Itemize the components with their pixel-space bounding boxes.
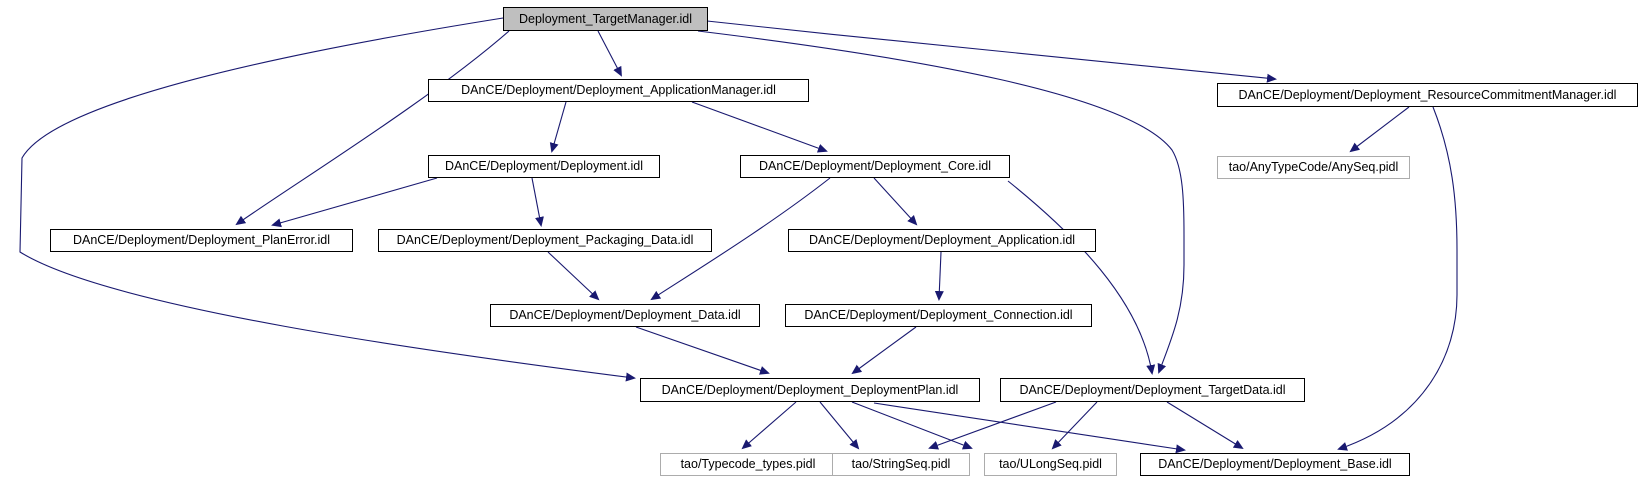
node-deployment-planerror[interactable]: DAnCE/Deployment/Deployment_PlanError.id…	[50, 229, 353, 252]
edge-resourcecommitmentmanager-to-anyseq	[1349, 106, 1410, 153]
edge-targetmanager-to-planerror	[235, 30, 510, 226]
edge-packagingdata-to-data	[547, 251, 600, 301]
edge-deployment-to-planerror	[271, 177, 438, 228]
node-deployment-targetdata[interactable]: DAnCE/Deployment/Deployment_TargetData.i…	[1000, 378, 1305, 402]
node-deployment-connection[interactable]: DAnCE/Deployment/Deployment_Connection.i…	[785, 304, 1092, 327]
node-tao-typecode-types[interactable]: tao/Typecode_types.pidl	[660, 453, 836, 476]
edge-deployment-to-packagingdata	[531, 177, 544, 227]
edge-core-to-targetdata	[1007, 180, 1156, 375]
node-deployment-application[interactable]: DAnCE/Deployment/Deployment_Application.…	[788, 229, 1096, 252]
edge-core-to-application	[873, 177, 918, 226]
edge-targetmanager-to-deploymentplan	[19, 17, 636, 382]
node-deployment-core[interactable]: DAnCE/Deployment/Deployment_Core.idl	[740, 155, 1010, 178]
edge-deploymentplan-to-base	[873, 402, 1186, 454]
node-tao-ulongseq[interactable]: tao/ULongSeq.pidl	[984, 453, 1117, 476]
edge-application-to-connection	[934, 251, 944, 301]
edge-targetmanager-to-targetdata	[697, 30, 1185, 374]
edge-targetdata-to-stringseq	[928, 401, 1057, 450]
node-deployment-data[interactable]: DAnCE/Deployment/Deployment_Data.idl	[490, 304, 760, 327]
node-deployment-targetmanager[interactable]: Deployment_TargetManager.idl	[503, 7, 708, 31]
edge-targetmanager-to-applicationmanager	[597, 30, 622, 77]
edge-deploymentplan-to-stringseq	[819, 401, 860, 450]
edge-applicationmanager-to-core	[691, 101, 828, 153]
node-tao-anyseq[interactable]: tao/AnyTypeCode/AnySeq.pidl	[1217, 156, 1410, 179]
edge-targetmanager-to-resourcecommitmentmanager	[706, 20, 1277, 83]
edge-core-to-data	[650, 177, 831, 301]
edge-targetdata-to-ulongseq	[1051, 401, 1098, 450]
edge-deploymentplan-to-typecodetypes	[741, 401, 797, 450]
edge-connection-to-deploymentplan	[851, 326, 917, 375]
edge-resourcecommitmentmanager-to-base	[1337, 106, 1458, 451]
node-deployment-base[interactable]: DAnCE/Deployment/Deployment_Base.idl	[1140, 453, 1410, 476]
edge-data-to-deploymentplan	[635, 326, 770, 375]
node-deployment-idl[interactable]: DAnCE/Deployment/Deployment.idl	[428, 155, 660, 178]
node-deployment-deploymentplan[interactable]: DAnCE/Deployment/Deployment_DeploymentPl…	[640, 378, 980, 402]
node-deployment-resourcecommitmentmanager[interactable]: DAnCE/Deployment/Deployment_ResourceComm…	[1217, 83, 1638, 107]
node-deployment-packaging-data[interactable]: DAnCE/Deployment/Deployment_Packaging_Da…	[378, 229, 712, 252]
edge-targetdata-to-base	[1166, 401, 1244, 450]
node-tao-stringseq[interactable]: tao/StringSeq.pidl	[832, 453, 970, 476]
node-deployment-applicationmanager[interactable]: DAnCE/Deployment/Deployment_ApplicationM…	[428, 79, 809, 102]
edge-applicationmanager-to-deployment	[549, 101, 567, 153]
